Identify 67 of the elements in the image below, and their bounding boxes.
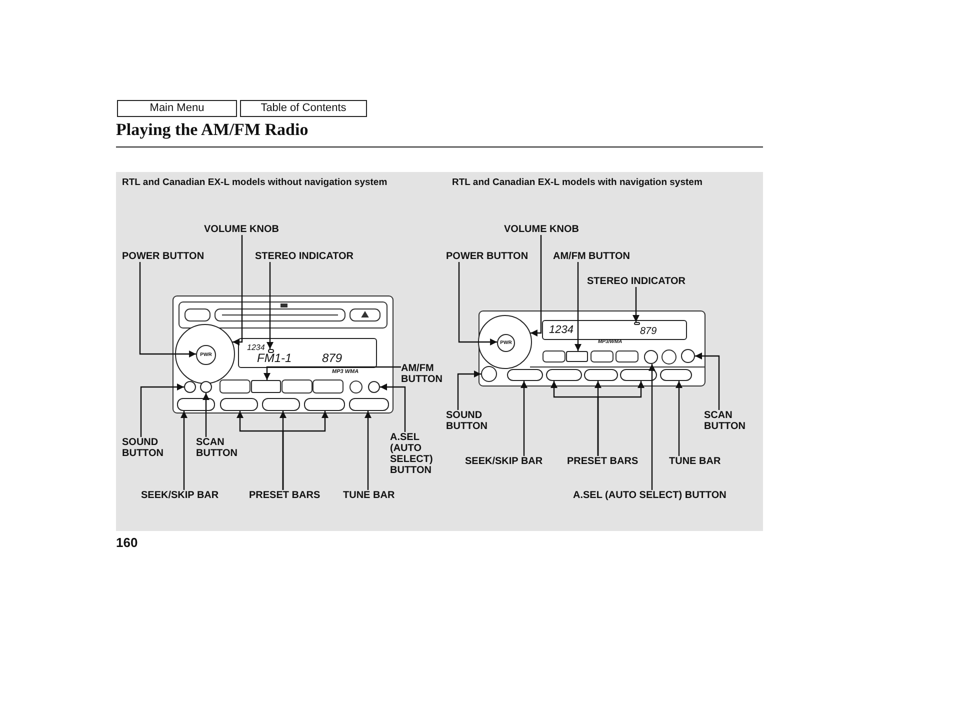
callout-label: PRESET BARS xyxy=(567,456,638,467)
callout-label: TUNE BAR xyxy=(669,456,721,467)
display-readout: FM1-1 xyxy=(257,352,292,364)
callout-label: PRESET BARS xyxy=(249,490,320,501)
callout-label: SEEK/SKIP BAR xyxy=(465,456,543,467)
display-readout: 1234 xyxy=(247,344,265,352)
leader-line xyxy=(695,352,720,410)
callout-label: SCAN BUTTON xyxy=(196,437,238,459)
preset-bar xyxy=(220,398,258,411)
callout-label: TUNE BAR xyxy=(343,490,395,501)
leader-line xyxy=(364,411,372,490)
nav-button: Table of Contents xyxy=(240,100,367,117)
leader-line xyxy=(264,366,401,380)
preset-bar xyxy=(584,369,618,381)
preset-bar xyxy=(620,369,657,381)
leader-line xyxy=(180,411,188,490)
display-screen xyxy=(238,338,377,368)
callout-label: VOLUME KNOB xyxy=(504,224,579,235)
callout-label: AM/FM BUTTON xyxy=(401,363,444,385)
display-screen xyxy=(542,320,687,340)
preset-bar xyxy=(262,398,300,411)
seek-skip-bar xyxy=(507,369,543,381)
leader-line xyxy=(632,287,640,322)
leader-line xyxy=(458,262,498,346)
callout-label: A.SEL (AUTO SELECT) BUTTON xyxy=(390,432,434,476)
callout-label: SCAN BUTTON xyxy=(704,410,746,432)
leader-line xyxy=(597,381,644,456)
leader-line xyxy=(232,235,243,346)
callout-label: VOLUME KNOB xyxy=(204,224,279,235)
display-readout: 879 xyxy=(640,327,657,337)
leader-line xyxy=(676,381,682,456)
preset-bar xyxy=(546,369,582,381)
section-heading: RTL and Canadian EX-L models with navigation system xyxy=(452,178,702,188)
leader-line xyxy=(139,262,196,358)
callout-label: SEEK/SKIP BAR xyxy=(141,490,219,501)
display-readout: 1234 xyxy=(549,325,574,336)
leader-line xyxy=(457,370,481,410)
section-heading: RTL and Canadian EX-L models without navigation system xyxy=(122,178,388,188)
display-readout: 879 xyxy=(322,352,342,364)
tune-bar xyxy=(349,398,389,411)
leader-line xyxy=(266,262,274,349)
leader-line xyxy=(648,364,656,490)
leader-line xyxy=(520,381,528,456)
callout-label: AM/FM BUTTON xyxy=(553,251,630,262)
page-number: 160 xyxy=(116,536,138,550)
leader-line xyxy=(574,262,582,351)
callout-label: STEREO INDICATOR xyxy=(255,251,354,262)
tune-bar xyxy=(660,369,692,381)
leader-line xyxy=(282,411,328,490)
nav-button: Main Menu xyxy=(117,100,237,117)
callout-label: STEREO INDICATOR xyxy=(587,276,686,287)
leader-line xyxy=(530,235,542,336)
seek-skip-bar xyxy=(177,398,215,411)
callout-label: POWER BUTTON xyxy=(446,251,528,262)
callout-label: A.SEL (AUTO SELECT) BUTTON xyxy=(573,490,726,501)
callout-label: POWER BUTTON xyxy=(122,251,204,262)
am-fm-button xyxy=(251,380,281,393)
leader-line xyxy=(140,384,184,437)
stereo-indicator xyxy=(634,322,640,325)
page-title: Playing the AM/FM Radio xyxy=(116,120,308,140)
callout-label: SOUND BUTTON xyxy=(122,437,164,459)
leader-line xyxy=(380,384,406,432)
am-fm-button xyxy=(566,351,588,362)
preset-bar xyxy=(304,398,345,411)
leader-line xyxy=(202,393,210,437)
stereo-indicator xyxy=(268,349,274,353)
callout-label: SOUND BUTTON xyxy=(446,410,488,432)
